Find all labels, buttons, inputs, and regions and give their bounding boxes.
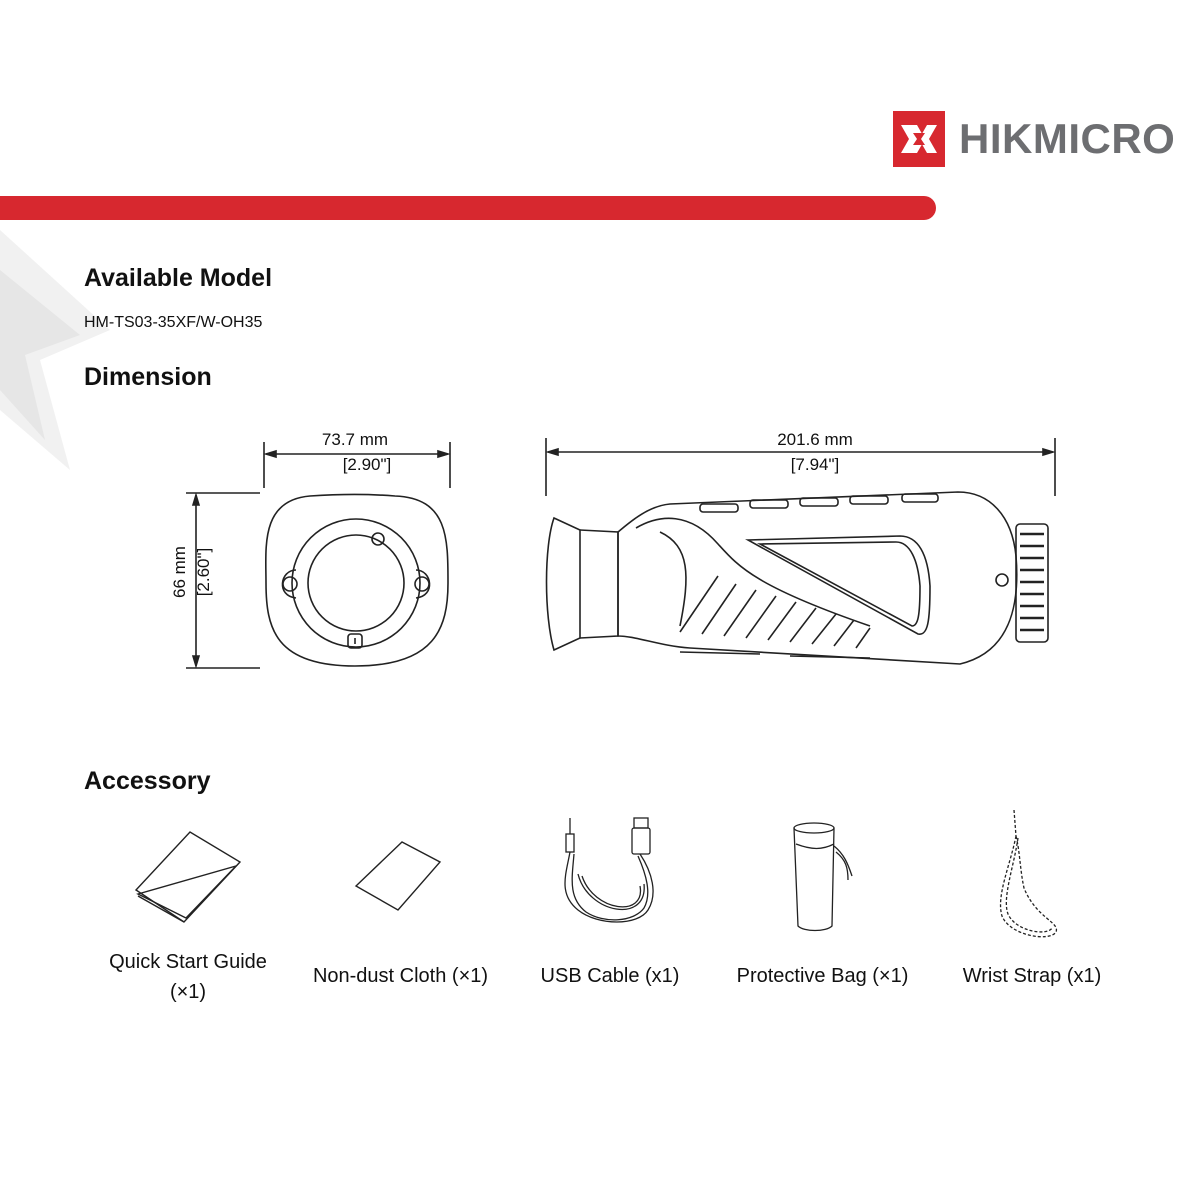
brand-name: HIKMICRO xyxy=(959,115,1176,162)
cloth-icon xyxy=(354,841,442,911)
hikmicro-logo-icon xyxy=(893,111,945,167)
brand-logo: HIKMICRO xyxy=(893,110,1175,168)
front-height-mm: 66 mm xyxy=(170,546,189,598)
accessory-label-usb-cable: USB Cable (x1) xyxy=(540,965,680,987)
front-width-in: [2.90"] xyxy=(342,455,392,474)
strap-icon xyxy=(999,809,1057,938)
side-length-mm: 201.6 mm xyxy=(777,430,853,449)
accessory-label-quick-start-guide: Quick Start Guide (×1) xyxy=(109,951,267,1003)
accessory-label-wrist-strap: Wrist Strap (x1) xyxy=(962,965,1102,987)
usb-cable-icon xyxy=(564,817,654,923)
bag-icon xyxy=(793,822,853,932)
side-view-drawing xyxy=(545,438,1056,665)
accessory-label-non-dust-cloth: Non-dust Cloth (×1) xyxy=(312,965,489,987)
model-number: HM-TS03-35XF/W-OH35 xyxy=(84,314,263,331)
front-width-mm: 73.7 mm xyxy=(321,430,389,449)
front-view-drawing xyxy=(186,442,451,669)
available-model-title: Available Model xyxy=(84,264,273,292)
header-red-bar xyxy=(0,196,936,220)
accessory-title: Accessory xyxy=(84,767,211,795)
side-length-in: [7.94"] xyxy=(790,455,840,474)
front-height-in: [2.60"] xyxy=(194,547,213,597)
watermark-graphic xyxy=(0,230,110,470)
dimension-title: Dimension xyxy=(84,363,212,391)
accessory-label-protective-bag: Protective Bag (×1) xyxy=(736,965,909,987)
booklet-icon xyxy=(134,831,242,923)
